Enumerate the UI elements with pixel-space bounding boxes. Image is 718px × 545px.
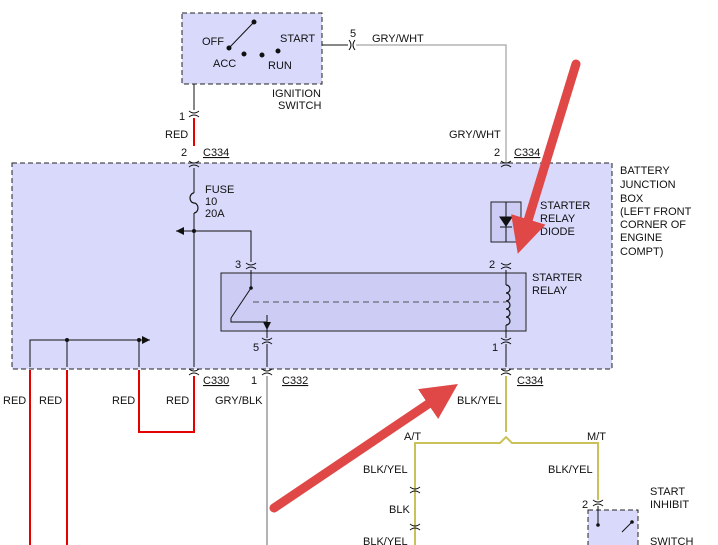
diode-label-line2: RELAY	[540, 213, 576, 225]
ignition-pin1-label: 1	[179, 111, 185, 123]
red-top-label: RED	[165, 129, 188, 141]
at-label: A/T	[404, 431, 421, 443]
ignition-switch-box	[181, 12, 323, 85]
inhibit-pin2-label: 2	[582, 499, 588, 511]
relay-pin5-connector	[261, 337, 273, 345]
c334-right-label: C334	[514, 147, 540, 159]
ignition-pin1-connector	[188, 110, 200, 118]
red-label-4: RED	[166, 395, 189, 407]
c334-left-pin: 2	[181, 147, 187, 159]
blk-yel-split	[414, 435, 599, 545]
ignition-acc-label: ACC	[213, 58, 236, 70]
fuse-rating: 20A	[205, 208, 225, 220]
start-connector-symbol	[348, 39, 356, 51]
junction-box-line1: BATTERY	[620, 165, 670, 177]
junction-box-line4: (LEFT FRONT	[620, 206, 692, 218]
red-label-2: RED	[39, 395, 62, 407]
red-label-3: RED	[112, 395, 135, 407]
junction-box-line6: ENGINE	[620, 232, 662, 244]
blk-yel-label-3: BLK/YEL	[548, 464, 593, 476]
relay-pin3-label: 3	[235, 259, 241, 271]
gry-wht-top-label: GRY/WHT	[372, 33, 424, 45]
inhibit-label-line2: INHIBIT	[650, 499, 689, 511]
c330-label: C330	[203, 375, 229, 387]
internal-bus	[29, 336, 150, 367]
inhibit-label-line1: START	[650, 486, 685, 498]
fuse-symbol	[189, 192, 199, 214]
diode-label-line3: DIODE	[540, 226, 575, 238]
start-pin-label: 5	[350, 28, 356, 40]
ignition-start-label: START	[280, 33, 315, 45]
blk-yel-label-1: BLK/YEL	[457, 395, 502, 407]
at-connector-symbol	[409, 486, 421, 494]
c332-label: C332	[282, 375, 308, 387]
relay-switch-pivot	[249, 286, 253, 290]
blk-yel-label-2: BLK/YEL	[363, 464, 408, 476]
c334-right-pin: 2	[494, 147, 500, 159]
blk-yel-label-4: BLK/YEL	[363, 536, 408, 545]
ignition-run-label: RUN	[268, 60, 292, 72]
red-label-1: RED	[3, 395, 26, 407]
starter-relay-line1: STARTER	[532, 272, 582, 284]
fuse-number: 10	[205, 196, 217, 208]
relay-pin2-label: 2	[489, 259, 495, 271]
ignition-title-line2: SWITCH	[278, 100, 321, 112]
annotation-arrow-bottom	[269, 383, 458, 513]
relay-pin3-connector	[245, 262, 257, 270]
gry-blk-label: GRY/BLK	[215, 395, 263, 407]
fuse-label: FUSE	[205, 184, 234, 196]
c334-bottom-label: C334	[517, 375, 543, 387]
ignition-title-line1: IGNITION	[272, 88, 321, 100]
at-connector-symbol-2	[409, 523, 421, 531]
inhibit-pin2-connector	[592, 499, 604, 507]
relay-switch-arm	[230, 287, 252, 319]
blk-label: BLK	[389, 504, 410, 516]
relay-coil-symbol	[505, 284, 511, 326]
c330-connector-symbol	[188, 368, 200, 376]
c332-connector-symbol	[261, 368, 273, 376]
relay-pin1-label: 1	[492, 342, 498, 354]
mt-label: M/T	[587, 431, 606, 443]
red-loop-wire	[138, 370, 195, 433]
c334-bottom-connector-symbol	[500, 368, 512, 376]
annotation-arrow-top	[511, 59, 581, 254]
inhibit-switch-arm	[621, 521, 633, 533]
ignition-switch-contacts	[226, 19, 281, 58]
c334-right-connector-symbol	[500, 160, 512, 168]
c334-left-label: C334	[203, 147, 229, 159]
relay-pin2-connector	[500, 262, 512, 270]
junction-box-line7: COMPT)	[620, 246, 663, 258]
inhibit-switch-contact	[630, 520, 634, 524]
relay-pin1-connector	[500, 337, 512, 345]
gry-wht-mid-label: GRY/WHT	[449, 129, 501, 141]
junction-box-line5: CORNER OF	[620, 219, 686, 231]
ignition-off-label: OFF	[202, 36, 224, 48]
diode-label-line1: STARTER	[540, 200, 590, 212]
start-inhibit-switch-box	[587, 509, 639, 545]
inhibit-label-line3: SWITCH	[650, 536, 693, 545]
relay-pin5-label: 5	[253, 342, 259, 354]
relay-pin3-feed	[194, 230, 252, 262]
battery-junction-box	[11, 162, 613, 370]
inhibit-switch-pivot	[596, 523, 600, 527]
c334-left-connector-symbol	[188, 160, 200, 168]
junction-box-line3: BOX	[620, 193, 644, 205]
starter-relay-line2: RELAY	[532, 285, 568, 297]
c332-pin: 1	[251, 375, 257, 387]
junction-box-line2: JUNCTION	[620, 179, 676, 191]
